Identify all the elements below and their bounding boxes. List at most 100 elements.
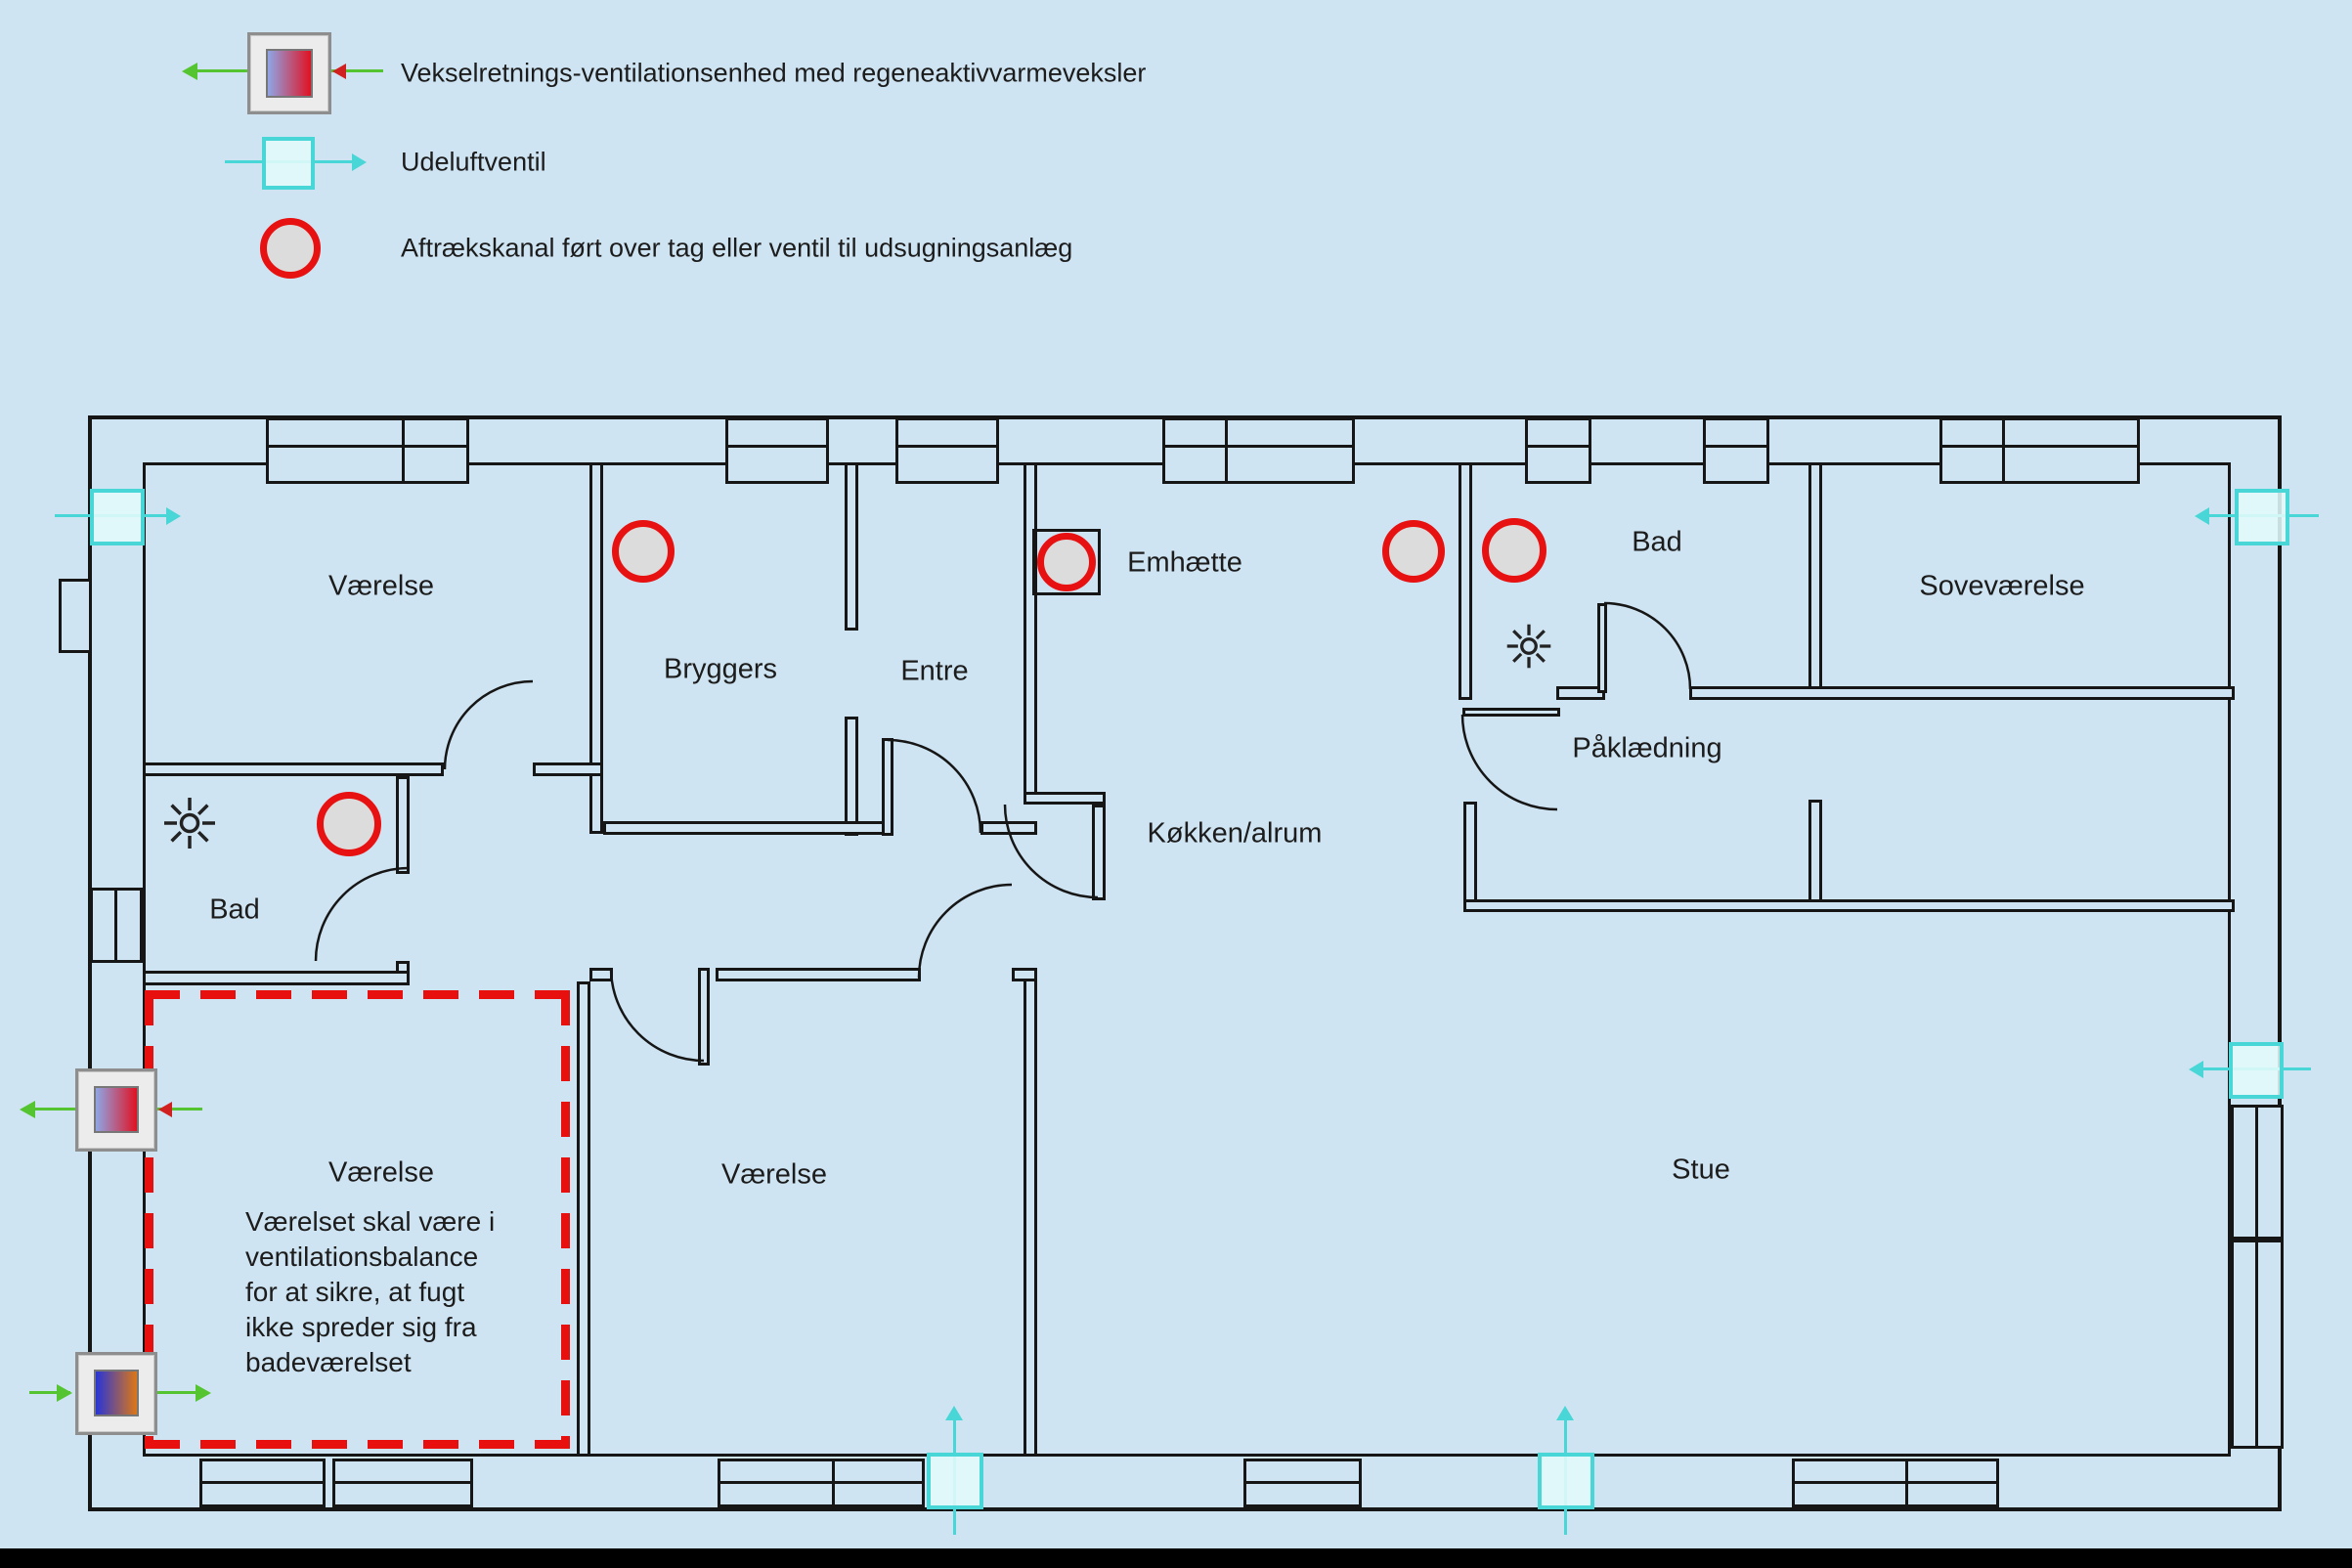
legend-valve-label: Udeluftventil bbox=[401, 147, 546, 177]
balance-zone-edge bbox=[561, 990, 570, 1449]
window bbox=[2231, 1240, 2284, 1449]
balance-note: Værelset skal være i ventilationsbalance… bbox=[245, 1206, 496, 1377]
wall bbox=[603, 821, 887, 835]
room-label-vaerelse-bottom-mid: Værelse bbox=[721, 1158, 827, 1191]
window bbox=[1939, 417, 2140, 484]
ventilation-unit-1-core bbox=[94, 1086, 139, 1133]
unit1-arrow-right-icon bbox=[158, 1102, 172, 1117]
bottom-strip bbox=[0, 1548, 2352, 1568]
room-label-bad-left: Bad bbox=[209, 893, 260, 926]
wall bbox=[1808, 462, 1822, 700]
valve-arrow-icon bbox=[2195, 507, 2209, 525]
window bbox=[1792, 1459, 1999, 1507]
window bbox=[2231, 1105, 2284, 1240]
extract-valve-icon bbox=[1506, 624, 1551, 669]
exhaust-duct-icon bbox=[260, 218, 321, 279]
wall bbox=[1808, 800, 1822, 911]
wall bbox=[1024, 462, 1037, 805]
ventilation-unit-2-core bbox=[94, 1370, 139, 1416]
room-label-bryggers: Bryggers bbox=[663, 653, 778, 685]
valve-arrow-icon bbox=[945, 1406, 963, 1420]
balance-zone-edge bbox=[145, 1440, 570, 1449]
unit2-arrow-left-icon bbox=[57, 1384, 72, 1402]
unit1-arrow-right-line bbox=[157, 1108, 202, 1111]
window bbox=[332, 1459, 473, 1507]
wall bbox=[1689, 686, 2235, 700]
window bbox=[895, 417, 999, 484]
window bbox=[1243, 1459, 1362, 1507]
wall bbox=[1459, 462, 1472, 700]
valve-arrow-icon bbox=[166, 507, 181, 525]
room-label-vaerelse-bottom-left: Værelse bbox=[328, 1156, 434, 1189]
legend-exhaust-label: Aftrækskanal ført over tag eller ventil … bbox=[401, 233, 1073, 263]
window bbox=[199, 1459, 326, 1507]
wall bbox=[1024, 792, 1106, 805]
door-leaf bbox=[1597, 603, 1607, 693]
door-leaf bbox=[698, 968, 710, 1066]
outdoor-air-valve-sovevaerelse bbox=[2235, 489, 2289, 545]
wall bbox=[396, 776, 410, 874]
unit1-arrow-left-line bbox=[33, 1108, 76, 1111]
wall bbox=[533, 762, 603, 776]
wall bbox=[589, 462, 603, 834]
wall bbox=[1463, 802, 1477, 911]
wall bbox=[716, 968, 921, 981]
window bbox=[266, 417, 469, 484]
legend-unit-label: Vekselretnings-ventilationsenhed med reg… bbox=[401, 58, 1147, 88]
window bbox=[1162, 417, 1355, 484]
outdoor-air-valve-south-2 bbox=[1538, 1453, 1594, 1509]
legend-unit-arrow-left-icon bbox=[182, 63, 197, 80]
outdoor-air-valve-west bbox=[90, 489, 145, 545]
exhaust-duct-bad-right bbox=[1482, 518, 1546, 583]
ventilation-unit-2 bbox=[75, 1352, 157, 1435]
exhaust-duct-koekken bbox=[1382, 520, 1445, 583]
outdoor-air-valve-icon bbox=[262, 137, 315, 190]
room-label-koekken-alrum: Køkken/alrum bbox=[1147, 817, 1323, 849]
balance-zone-edge bbox=[145, 990, 570, 999]
wall-pier-left bbox=[59, 579, 92, 653]
wall bbox=[143, 762, 444, 776]
room-label-vaerelse-top-left: Værelse bbox=[328, 570, 434, 602]
wall bbox=[845, 717, 858, 836]
exhaust-duct-bad-left bbox=[317, 792, 381, 856]
window bbox=[718, 1459, 925, 1507]
unit2-arrow-left-line bbox=[29, 1391, 70, 1394]
door-leaf bbox=[882, 738, 893, 836]
wall bbox=[1463, 899, 2235, 912]
room-label-sovevaerelse: Soveværelse bbox=[1919, 570, 2085, 602]
wall bbox=[577, 981, 590, 1457]
label-emhaette: Emhætte bbox=[1127, 546, 1242, 579]
ventilation-unit-core-icon bbox=[266, 49, 313, 98]
wall bbox=[845, 462, 858, 631]
unit2-arrow-right-icon bbox=[196, 1384, 211, 1402]
valve-arrow-icon bbox=[1556, 1406, 1574, 1420]
outdoor-air-valve-stue bbox=[2229, 1042, 2284, 1099]
room-label-bad-right: Bad bbox=[1632, 526, 1682, 558]
legend-unit-arrow-left-line bbox=[196, 69, 247, 72]
door-leaf bbox=[1092, 805, 1106, 900]
ventilation-unit-1 bbox=[75, 1068, 157, 1152]
wall bbox=[589, 968, 613, 981]
window bbox=[1525, 417, 1591, 484]
balance-zone-edge bbox=[145, 990, 153, 1449]
outdoor-air-valve-south-1 bbox=[927, 1453, 983, 1509]
wall bbox=[1556, 686, 1605, 700]
exhaust-duct-bryggers bbox=[612, 520, 675, 583]
unit1-arrow-left-icon bbox=[20, 1101, 35, 1118]
room-label-paaklaedning: Påklædning bbox=[1572, 732, 1722, 764]
wall bbox=[1012, 968, 1037, 981]
legend-valve-arrow-icon bbox=[352, 153, 367, 171]
window bbox=[90, 888, 143, 963]
emhaette-box bbox=[1032, 529, 1101, 595]
wall bbox=[1024, 968, 1037, 1457]
unit2-arrow-right-line bbox=[157, 1391, 200, 1394]
extract-valve-icon bbox=[164, 798, 215, 849]
legend-unit-arrow-right-line bbox=[331, 69, 383, 72]
legend-unit-arrow-right-icon bbox=[332, 64, 346, 79]
room-label-stue: Stue bbox=[1672, 1154, 1730, 1186]
window bbox=[725, 417, 829, 484]
room-label-entre: Entre bbox=[900, 655, 969, 687]
valve-arrow-icon bbox=[2189, 1061, 2203, 1078]
ventilation-unit-icon bbox=[247, 32, 331, 114]
